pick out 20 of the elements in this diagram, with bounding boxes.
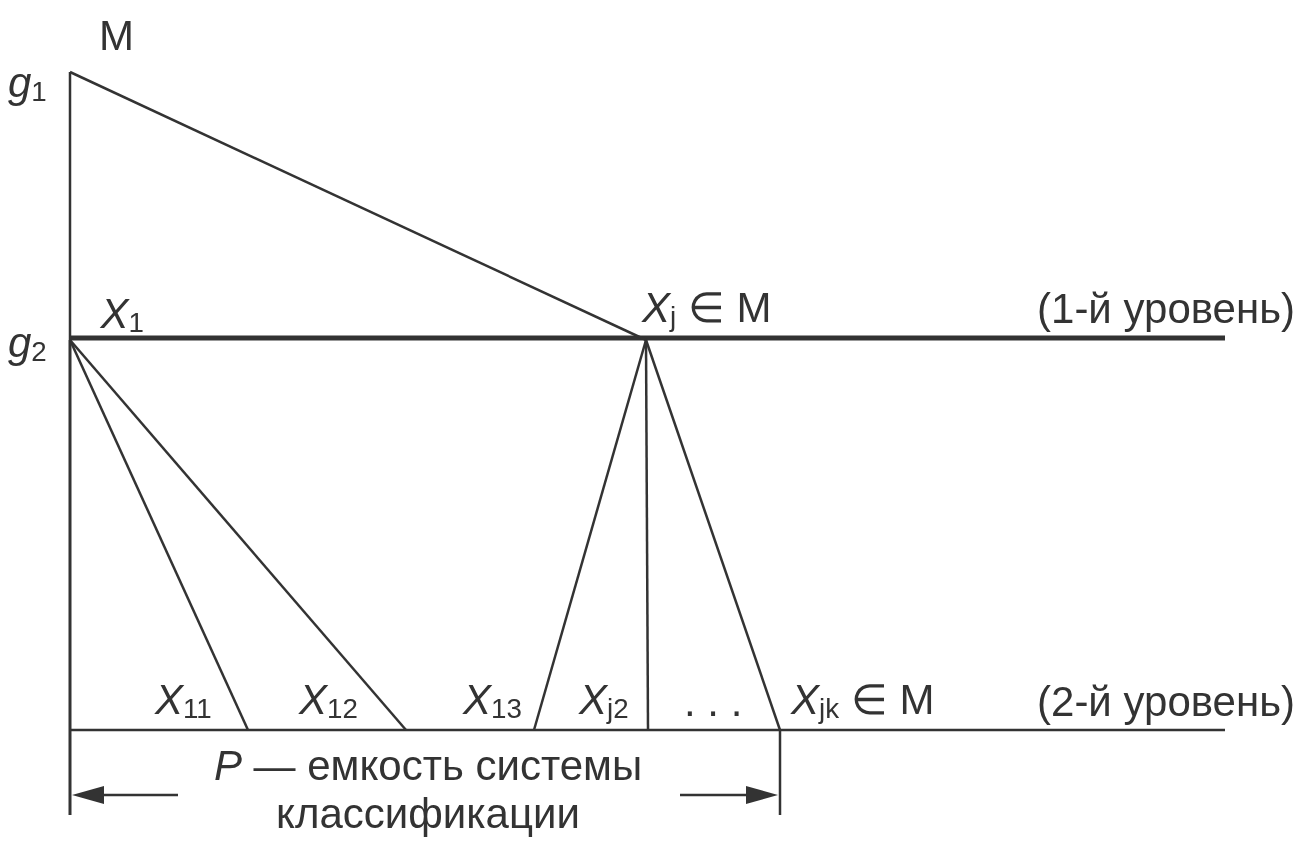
connector-line (644, 339, 782, 731)
level-name: (1-й уровень) (1036, 284, 1295, 334)
subclass-label: X$_{j2}$ (574, 672, 649, 730)
dimension-label: P — емкость системы классификации (212, 742, 644, 838)
class-label: X$_{1}$ (70, 286, 144, 340)
class-label: X$_{j}$ ∈ M (636, 280, 776, 340)
connector-line (532, 339, 648, 731)
subclass-label: X$_{11}$ (150, 672, 248, 730)
subclass-label: X$_{12}$ (294, 672, 406, 730)
subclass-label: X$_{13}$ (458, 672, 535, 730)
connector-line (644, 340, 650, 730)
subclass-label: X$_{jk}$ ∈ M (779, 672, 941, 730)
ellipsis-text: . . . (684, 677, 744, 727)
connector-line (69, 70, 647, 342)
connector-line (68, 72, 72, 340)
connector-line (69, 339, 407, 731)
level-label: g$_{1}$ (8, 58, 48, 109)
level-name: (2-й уровень) (1036, 677, 1295, 727)
set-label: M (70, 10, 134, 72)
level-label: g$_{2}$ (8, 318, 48, 369)
